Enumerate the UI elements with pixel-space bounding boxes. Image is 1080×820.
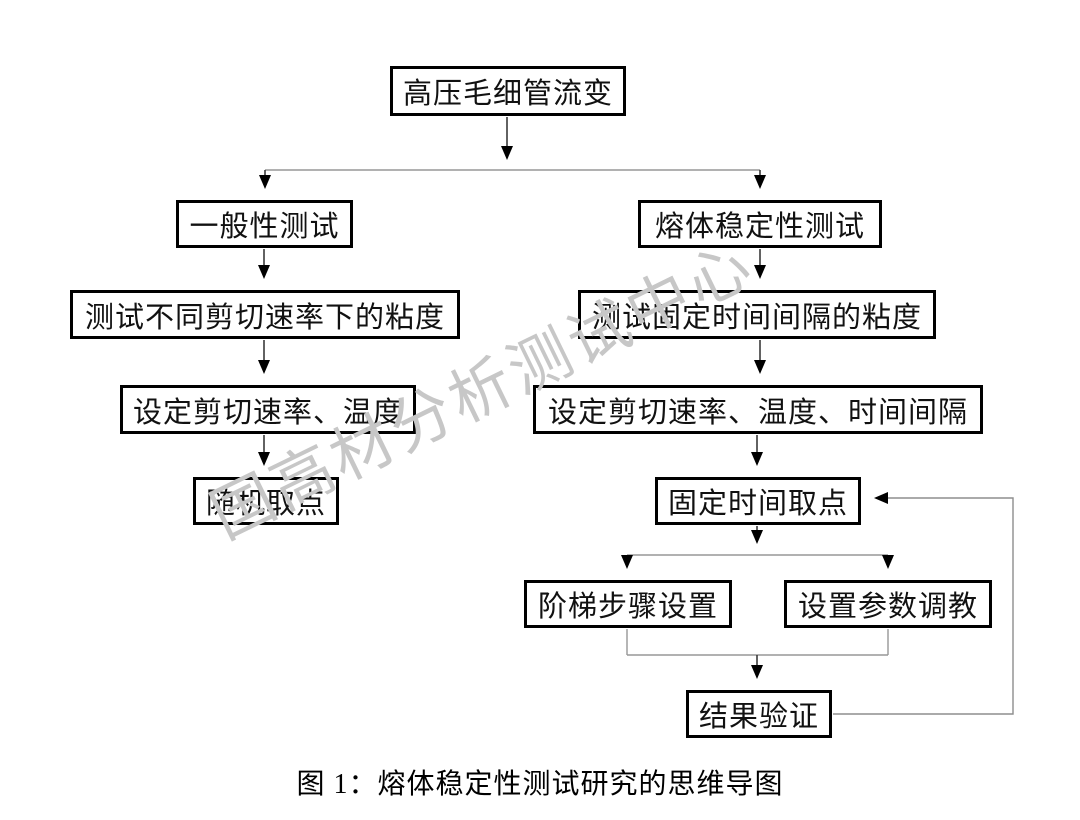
figure-caption: 图 1：熔体稳定性测试研究的思维导图: [296, 769, 784, 800]
edge-feedback-loop-arrow: [833, 492, 1014, 715]
node-general-test: 一般性测试: [176, 200, 353, 248]
node-general-step1: 测试不同剪切速率下的粘度: [70, 290, 460, 339]
node-branch-step-settings: 阶梯步骤设置: [524, 580, 732, 628]
node-root: 高压毛细管流变: [390, 66, 626, 116]
node-stability-step1: 测试固定时间间隔的粘度: [578, 290, 936, 339]
node-stability-test: 熔体稳定性测试: [638, 200, 882, 248]
node-stability-step2: 设定剪切速率、温度、时间间隔: [533, 385, 983, 434]
node-stability-step3: 固定时间取点: [655, 477, 861, 525]
node-general-step2: 设定剪切速率、温度: [120, 385, 416, 434]
node-result: 结果验证: [686, 690, 832, 738]
node-branch-param-tuning: 设置参数调教: [784, 580, 992, 628]
node-general-step3: 随机取点: [193, 477, 339, 525]
